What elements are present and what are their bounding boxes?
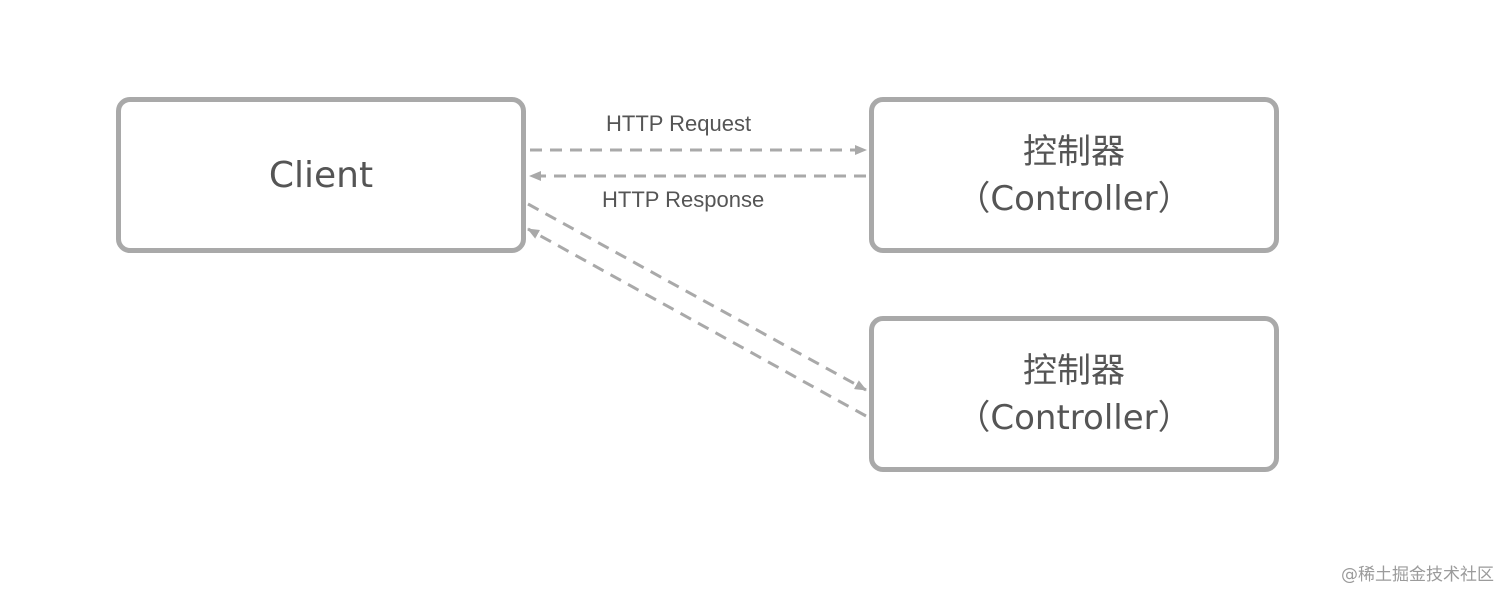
- controller-2-label-cn: 控制器: [1023, 351, 1125, 392]
- request-arrow-2: [527, 202, 867, 392]
- client-label: Client: [268, 155, 374, 196]
- controller-node-1: 控制器 （Controller）: [869, 97, 1279, 253]
- http-request-label: HTTP Request: [606, 111, 752, 136]
- client-node: Client: [116, 97, 526, 253]
- controller-1-label-cn: 控制器: [1023, 132, 1125, 173]
- controller-2-label-en: （Controller）: [956, 397, 1192, 438]
- watermark: @稀土掘金技术社区: [1341, 565, 1494, 585]
- controller-node-2: 控制器 （Controller）: [869, 316, 1279, 472]
- response-arrow-2: [527, 227, 867, 418]
- controller-1-label-en: （Controller）: [956, 178, 1192, 219]
- http-response-label: HTTP Response: [602, 187, 765, 212]
